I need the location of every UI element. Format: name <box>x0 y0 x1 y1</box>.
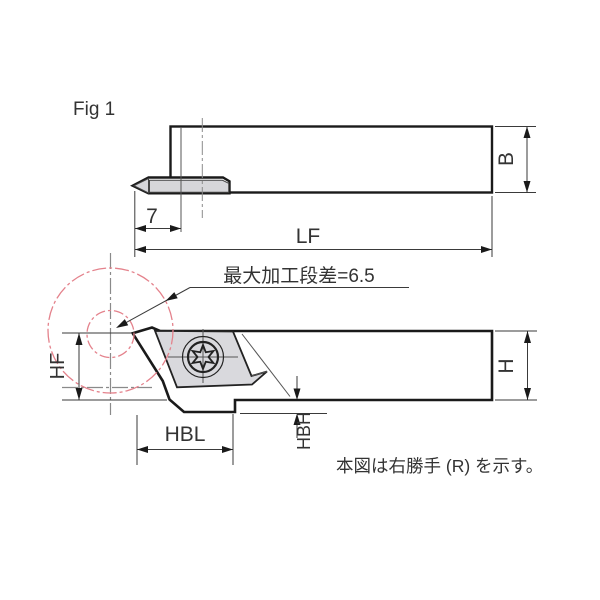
arrow-leader-icon <box>165 292 178 301</box>
arrow-down-icon <box>524 388 531 400</box>
arrow-leader-icon <box>116 319 129 328</box>
workpiece-reference <box>47 253 174 415</box>
hand-note: 本図は右勝手 (R) を示す。 <box>336 456 543 476</box>
arrow-up-icon <box>293 413 301 425</box>
dim-label-head-height: HF <box>47 353 69 380</box>
arrow-right-icon <box>222 446 233 453</box>
top-view-tip <box>132 177 149 194</box>
arrow-down-icon <box>75 388 83 400</box>
side-view: 最大加工段差=6.5 HF H HBL <box>47 253 537 465</box>
workpiece-circle-large <box>47 267 174 394</box>
dim-label-shank-width: B <box>495 152 518 166</box>
dim-label-back-length: HBL <box>165 423 206 446</box>
torx-star-icon <box>190 342 216 372</box>
top-view: 7 LF B <box>130 118 536 257</box>
dim-head-height: HF <box>47 332 167 401</box>
arrow-up-icon <box>524 331 531 343</box>
dim-label-overall-length: LF <box>296 225 321 248</box>
arrow-right-icon <box>170 225 181 232</box>
dim-label-shank-height: H <box>495 358 518 373</box>
figure-title: Fig 1 <box>73 99 115 120</box>
dim-shank-height: H <box>495 330 537 401</box>
dim-back-length: HBL <box>136 414 234 465</box>
arrow-down-icon <box>523 181 531 193</box>
dim-label-tip-offset: 7 <box>146 205 158 228</box>
arrow-up-icon <box>75 333 83 345</box>
pocket-edge-line <box>241 333 291 397</box>
callout-max-step: 最大加工段差=6.5 <box>116 265 409 328</box>
dim-label-back-height: HBH <box>294 412 314 450</box>
callout-label: 最大加工段差=6.5 <box>223 265 375 287</box>
arrow-left-icon <box>137 446 148 453</box>
dim-tip-offset: 7 <box>134 191 493 257</box>
dim-back-height: HBH <box>240 376 327 450</box>
top-view-insert <box>149 179 230 193</box>
arrow-left-icon <box>135 225 146 232</box>
workpiece-circle-small <box>86 309 135 359</box>
dim-overall-length: LF <box>135 225 492 253</box>
arrow-left-icon <box>135 246 146 253</box>
dim-shank-width: B <box>495 126 536 193</box>
arrow-up-icon <box>523 126 531 138</box>
arrow-right-icon <box>481 246 492 253</box>
arrow-down-icon <box>293 388 301 400</box>
torx-screw-icon <box>168 329 238 383</box>
insert-tail-line <box>251 371 268 377</box>
